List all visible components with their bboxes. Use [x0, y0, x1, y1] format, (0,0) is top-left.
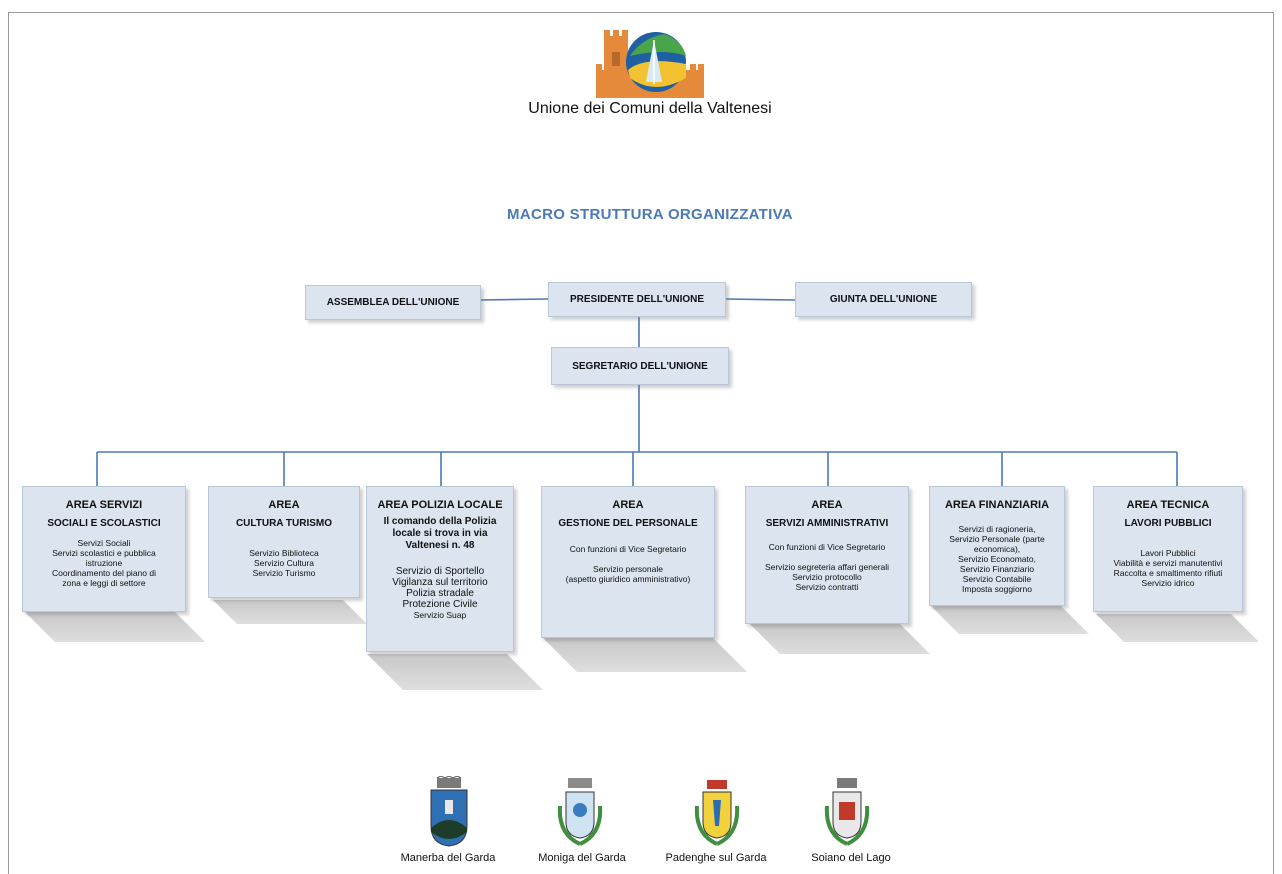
list-item: zona e leggi di settore: [62, 578, 146, 588]
area-servizi-sociali-box: AREA SERVIZI SOCIALI E SCOLASTICI Serviz…: [22, 486, 186, 612]
town-label-moniga: Moniga del Garda: [538, 852, 626, 864]
note-line: Valtenesi n. 48: [405, 540, 475, 551]
area-items: Servizi Sociali Servizi scolastici e pub…: [23, 538, 185, 588]
box-shadow: [25, 612, 205, 642]
list-item: Polizia stradale: [406, 588, 474, 599]
segretario-box: SEGRETARIO DELL'UNIONE: [551, 347, 729, 385]
list-item: Servizio contratti: [795, 582, 859, 592]
town-label-soiano: Soiano del Lago: [811, 852, 891, 864]
list-item: Raccolta e smaltimento rifiuti: [1113, 568, 1223, 578]
box-shadow: [1096, 614, 1259, 642]
area-personale-box: AREA GESTIONE DEL PERSONALE Con funzioni…: [541, 486, 715, 638]
presidente-box: PRESIDENTE DELL'UNIONE: [548, 282, 726, 317]
spacer: [546, 554, 710, 564]
list-item: Servizio Finanziario: [959, 564, 1035, 574]
note-line: Il comando della Polizia: [383, 516, 497, 527]
area-title: AREA FINANZIARIA: [944, 499, 1050, 511]
area-items: Con funzioni di Vice Segretario Servizio…: [542, 544, 714, 584]
list-item: economica),: [973, 544, 1021, 554]
list-item: Con funzioni di Vice Segretario: [768, 542, 886, 552]
moniga-crest-icon: [557, 778, 603, 846]
segretario-label: SEGRETARIO DELL'UNIONE: [572, 360, 708, 372]
list-item: Servizio di Sportello: [395, 566, 485, 577]
list-item: Imposta soggiorno: [962, 584, 1032, 594]
manerba-crest-icon: [430, 776, 468, 847]
list-item: Servizi scolastici e pubblica: [52, 548, 156, 558]
area-subtitle: SERVIZI AMMINISTRATIVI: [765, 518, 889, 529]
page-frame: [8, 12, 1274, 874]
area-polizia-box: AREA POLIZIA LOCALE Il comando della Pol…: [366, 486, 514, 652]
list-item: (aspetto giuridico amministrativo): [565, 574, 691, 584]
area-title: AREA POLIZIA LOCALE: [377, 499, 503, 511]
list-item: Protezione Civile: [402, 599, 478, 610]
list-item: Viabilità e servizi manutentivi: [1113, 558, 1223, 568]
area-finanziaria-box: AREA FINANZIARIA Servizi di ragioneria, …: [929, 486, 1065, 606]
area-items: Con funzioni di Vice Segretario Servizio…: [746, 542, 908, 592]
list-item: Coordinamento del piano di: [52, 568, 156, 578]
area-items: Servizi di ragioneria, Servizio Personal…: [930, 524, 1064, 594]
union-logo: [596, 30, 704, 98]
page-title: MACRO STRUTTURA ORGANIZZATIVA: [507, 206, 793, 223]
soiano-crest-icon: [824, 778, 870, 846]
box-shadow: [750, 624, 930, 654]
organization-name: Unione dei Comuni della Valtenesi: [528, 100, 772, 117]
area-subtitle: CULTURA TURISMO: [235, 518, 333, 529]
box-shadow: [213, 600, 367, 624]
list-item: Servizio protocollo: [792, 572, 862, 582]
area-subtitle: LAVORI PUBBLICI: [1124, 518, 1212, 529]
area-amministrativi-box: AREA SERVIZI AMMINISTRATIVI Con funzioni…: [745, 486, 909, 624]
presidente-label: PRESIDENTE DELL'UNIONE: [569, 294, 705, 305]
area-title: AREA: [612, 499, 644, 511]
list-item: Servizio Turismo: [252, 568, 316, 578]
area-items: Servizio di Sportello Vigilanza sul terr…: [367, 566, 513, 621]
giunta-box: GIUNTA DELL'UNIONE: [795, 282, 972, 317]
list-item: Con funzioni di Vice Segretario: [569, 544, 687, 554]
list-item: Lavori Pubblici: [1140, 548, 1196, 558]
padenghe-crest-icon: [694, 780, 740, 846]
spacer: [750, 552, 904, 562]
list-item: Servizio Biblioteca: [249, 548, 319, 558]
list-item: Vigilanza sul territorio: [392, 577, 488, 588]
area-subtitle: SOCIALI E SCOLASTICI: [47, 518, 161, 529]
assemblea-box: ASSEMBLEA DELL'UNIONE: [305, 285, 481, 320]
assemblea-label: ASSEMBLEA DELL'UNIONE: [326, 297, 460, 308]
area-title: AREA SERVIZI: [65, 499, 143, 511]
area-title: AREA TECNICA: [1126, 499, 1210, 511]
area-title: AREA: [811, 499, 843, 511]
list-item: Servizio Contabile: [962, 574, 1032, 584]
note-line: locale si trova in via: [392, 528, 488, 539]
list-item: Servizi di ragioneria,: [958, 524, 1036, 534]
list-item: Servizio Economato,: [958, 554, 1036, 564]
area-items: Servizio Biblioteca Servizio Cultura Ser…: [209, 548, 359, 578]
giunta-label: GIUNTA DELL'UNIONE: [829, 294, 938, 305]
list-item: Servizio Suap: [413, 610, 467, 620]
list-item: Servizio segreteria affari generali: [764, 562, 890, 572]
box-shadow: [931, 606, 1089, 634]
list-item: Servizio Cultura: [254, 558, 314, 568]
list-item: Servizio Personale (parte: [949, 534, 1045, 544]
area-title: AREA: [268, 499, 300, 511]
area-tecnica-box: AREA TECNICA LAVORI PUBBLICI Lavori Pubb…: [1093, 486, 1243, 612]
list-item: Servizio idrico: [1141, 578, 1195, 588]
box-shadow: [543, 638, 747, 672]
list-item: istruzione: [85, 558, 123, 568]
town-label-padenghe: Padenghe sul Garda: [665, 852, 767, 864]
town-label-manerba: Manerba del Garda: [400, 852, 496, 864]
area-items: Lavori Pubblici Viabilità e servizi manu…: [1094, 548, 1242, 588]
area-cultura-box: AREA CULTURA TURISMO Servizio Biblioteca…: [208, 486, 360, 598]
area-note: Il comando della Polizia locale si trova…: [367, 516, 513, 552]
list-item: Servizi Sociali: [77, 538, 131, 548]
area-subtitle: GESTIONE DEL PERSONALE: [558, 518, 698, 529]
list-item: Servizio personale: [593, 564, 663, 574]
